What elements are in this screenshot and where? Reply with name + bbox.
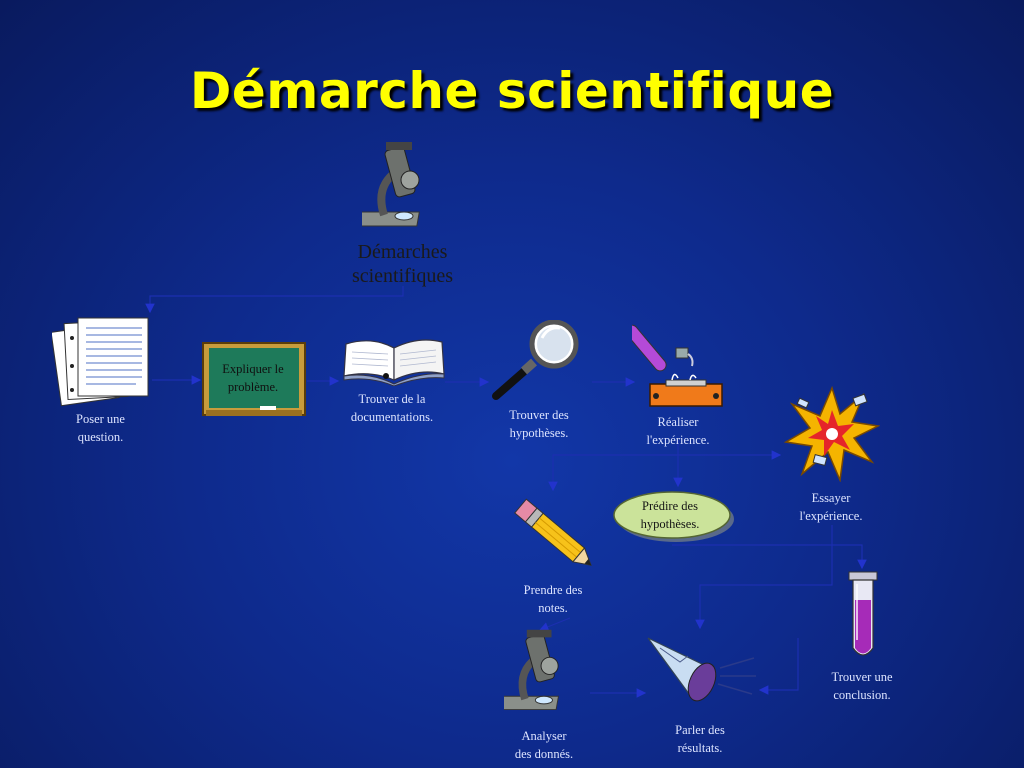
megaphone-icon	[640, 628, 760, 704]
step-label-realiser: Réaliser l'expérience.	[646, 415, 710, 447]
step-label-essayer: Essayer l'expérience.	[799, 491, 863, 523]
arrow-root-to-poser	[145, 286, 404, 314]
slide-title: Démarche scientifique	[189, 62, 835, 120]
arrow-essayer-to-parler	[695, 525, 833, 630]
explosion-icon	[784, 386, 880, 482]
paper-stack-icon	[52, 314, 152, 414]
open-book-icon	[342, 334, 446, 386]
step-label-hypotheses: Trouver des hypothèses.	[509, 408, 569, 440]
test-tube-icon	[845, 570, 881, 662]
step-label-conclusion: Trouver une conclusion.	[831, 670, 893, 702]
test-tube-burner-icon	[632, 314, 726, 410]
ellipse-label	[612, 488, 736, 544]
step-label-documentation: Trouver de la documentations.	[350, 392, 434, 424]
arrow-notes-to-analyser	[538, 617, 571, 632]
step-label-parler: Parler des résultats.	[675, 723, 725, 755]
arrow-conclusion-to-parler	[758, 638, 799, 695]
magnifying-glass-icon	[488, 320, 590, 402]
microscope-icon	[362, 140, 442, 235]
step-label-poser: Poser une question.	[76, 412, 125, 444]
pencil-icon	[506, 490, 604, 580]
arrow-predire-to-conclusion	[672, 544, 867, 570]
microscope-icon	[504, 626, 580, 720]
step-label-predire: Prédire des hypothèses.	[640, 499, 700, 531]
step-label-notes: Prendre des notes.	[523, 583, 583, 615]
step-label-expliquer: Expliquer le problème.	[222, 362, 284, 394]
root-label: Démarches scientifiques	[351, 241, 454, 287]
arrow-realiser-to-notes	[548, 440, 679, 492]
step-label-analyser: Analyser des donnés.	[514, 729, 574, 761]
chalkboard-icon	[202, 342, 306, 420]
